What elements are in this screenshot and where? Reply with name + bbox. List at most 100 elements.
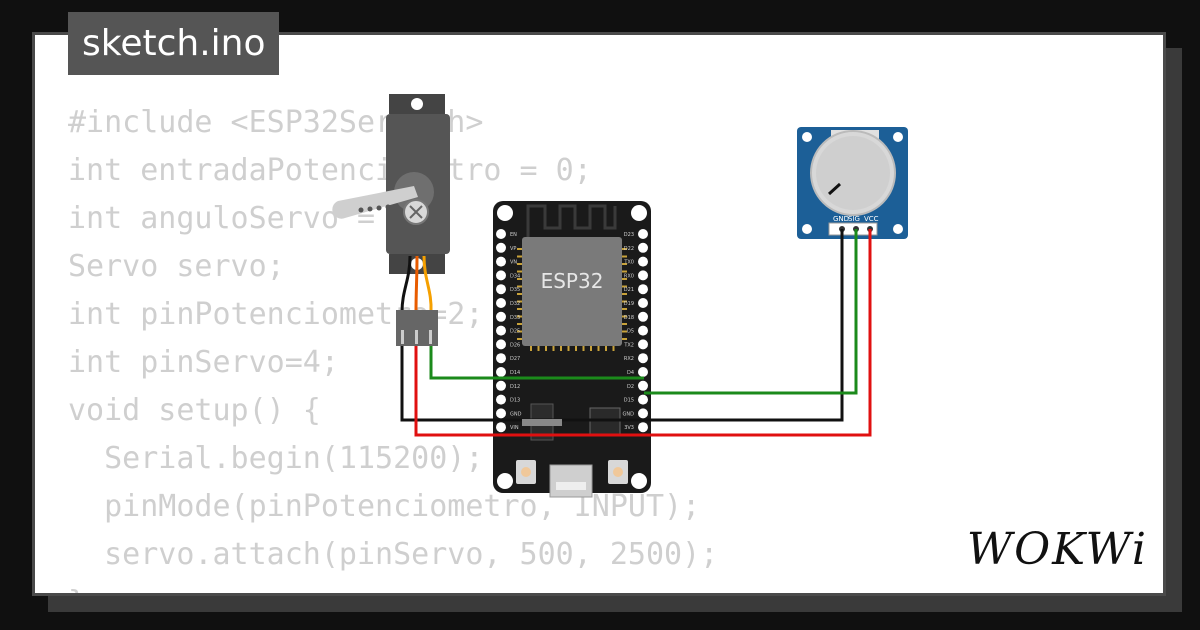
header-pin-d22[interactable]: [638, 242, 648, 253]
chip-pin: [517, 285, 522, 288]
header-pin-d33[interactable]: [496, 311, 506, 322]
code-line: servo.attach(pinServo, 500, 2500);: [68, 537, 719, 572]
code-line: void setup() {: [68, 393, 321, 428]
header-pin-label: D25: [510, 329, 520, 335]
wire-servo-signal[interactable]: [429, 346, 644, 380]
code-line: Servo servo;: [68, 249, 285, 284]
header-pin-d5[interactable]: [638, 325, 648, 336]
header-pin-label: D14: [510, 370, 520, 376]
pot-pin-label-gnd: GND: [833, 215, 849, 223]
servo-motor[interactable]: [332, 94, 450, 346]
header-pin-label: D23: [624, 232, 634, 238]
header-pin-d4[interactable]: [638, 367, 648, 377]
code-line: pinMode(pinPotenciometro, INPUT);: [68, 489, 701, 524]
chip-pin: [567, 346, 570, 351]
esp32-board[interactable]: ESP32 ENVPVND34D35D32D33D25D26D27D14D12D…: [493, 201, 651, 498]
servo-mount-hole: [411, 98, 423, 110]
usb-port-opening: [556, 482, 586, 490]
chip-pin: [530, 346, 532, 351]
header-pin-d15[interactable]: [638, 394, 648, 405]
pot-knob-face: [816, 136, 890, 210]
header-pin-d32[interactable]: [496, 298, 506, 308]
header-pin-label: VN: [510, 260, 517, 266]
chip-pin: [517, 248, 522, 250]
chip-label: ESP32: [541, 269, 604, 293]
horn-hole: [367, 206, 373, 212]
header-pin-vin[interactable]: [496, 422, 506, 433]
antenna-trace: [526, 204, 617, 240]
chip-pin: [575, 346, 577, 351]
wire-ground[interactable]: [400, 229, 844, 422]
header-pin-gnd[interactable]: [496, 408, 506, 419]
chip-pin: [622, 255, 627, 258]
connector-pin: [401, 330, 404, 344]
header-pin-label: D12: [510, 384, 520, 390]
header-pin-label: D32: [510, 301, 520, 307]
wire-pot-signal[interactable]: [644, 229, 858, 395]
header-pin-d2[interactable]: [638, 380, 648, 391]
header-pin-label: EN: [510, 232, 517, 238]
potentiometer[interactable]: GND SIG VCC: [797, 127, 908, 239]
code-line: Serial.begin(115200);: [68, 441, 484, 476]
header-pin-d19[interactable]: [638, 298, 648, 308]
chip-pin: [622, 330, 627, 333]
header-pin-en[interactable]: [496, 229, 506, 239]
header-pin-tx2[interactable]: [638, 339, 648, 350]
servo-screw-icon: [409, 205, 423, 219]
header-pin-d18[interactable]: [638, 311, 648, 322]
header-pin-label: RX0: [624, 273, 634, 279]
chip-pin: [517, 293, 522, 295]
header-pin-d12[interactable]: [496, 380, 506, 391]
header-pin-d34[interactable]: [496, 270, 506, 281]
header-pin-d35[interactable]: [496, 284, 506, 295]
header-pin-d13[interactable]: [496, 394, 506, 405]
servo-horn[interactable]: [332, 186, 418, 219]
chip-pin: [517, 300, 522, 303]
header-pin-tx0[interactable]: [638, 256, 648, 267]
chip-pin: [605, 346, 607, 351]
connector-pin: [429, 330, 432, 344]
header-pin-d26[interactable]: [496, 339, 506, 350]
header-pin-label: D26: [510, 342, 520, 348]
wires: [400, 229, 872, 437]
header-pin-rx0[interactable]: [638, 270, 648, 281]
chip-pin: [622, 293, 627, 295]
chip-pin: [622, 248, 627, 250]
header-pin-rx2[interactable]: [638, 353, 648, 364]
horn-hole: [376, 205, 382, 211]
servo-lead-orange: [422, 255, 433, 313]
chip-pin: [517, 308, 522, 310]
header-pin-label: VP: [510, 246, 516, 252]
header-pin-d27[interactable]: [496, 353, 506, 364]
header-pin-d21[interactable]: [638, 284, 648, 295]
header-pin-label: D19: [624, 301, 634, 307]
file-name-tab[interactable]: sketch.ino: [68, 12, 280, 75]
header-pin-vp[interactable]: [496, 242, 506, 253]
chip-pins: [517, 248, 627, 351]
header-pin-label: GND: [623, 411, 635, 417]
code-line: }: [68, 579, 718, 593]
code-line: int pinServo=4;: [68, 345, 339, 380]
reset-button-cap: [521, 467, 531, 477]
chip-pin: [552, 346, 555, 351]
esp32-chip: [522, 237, 622, 346]
pot-mount-hole: [893, 224, 903, 234]
chip-pin: [517, 330, 522, 333]
header-pin-gnd[interactable]: [638, 408, 648, 419]
header-pin-label: GND: [510, 411, 522, 417]
header-pin-d23[interactable]: [638, 229, 648, 239]
chip-pin: [582, 346, 585, 351]
mount-hole: [631, 473, 647, 489]
header-pin-label: D35: [510, 287, 520, 293]
header-pin-d14[interactable]: [496, 367, 506, 377]
header-pin-d25[interactable]: [496, 325, 506, 336]
header-pin-label: RX2: [624, 356, 634, 362]
wire-power[interactable]: [414, 229, 872, 437]
header-pin-label: D18: [624, 315, 634, 321]
horn-hole: [385, 204, 391, 210]
chip-pin: [517, 263, 522, 265]
header-pin-vn[interactable]: [496, 256, 506, 267]
header-pin-3v3[interactable]: [638, 422, 648, 433]
servo-lead-red: [414, 255, 419, 313]
